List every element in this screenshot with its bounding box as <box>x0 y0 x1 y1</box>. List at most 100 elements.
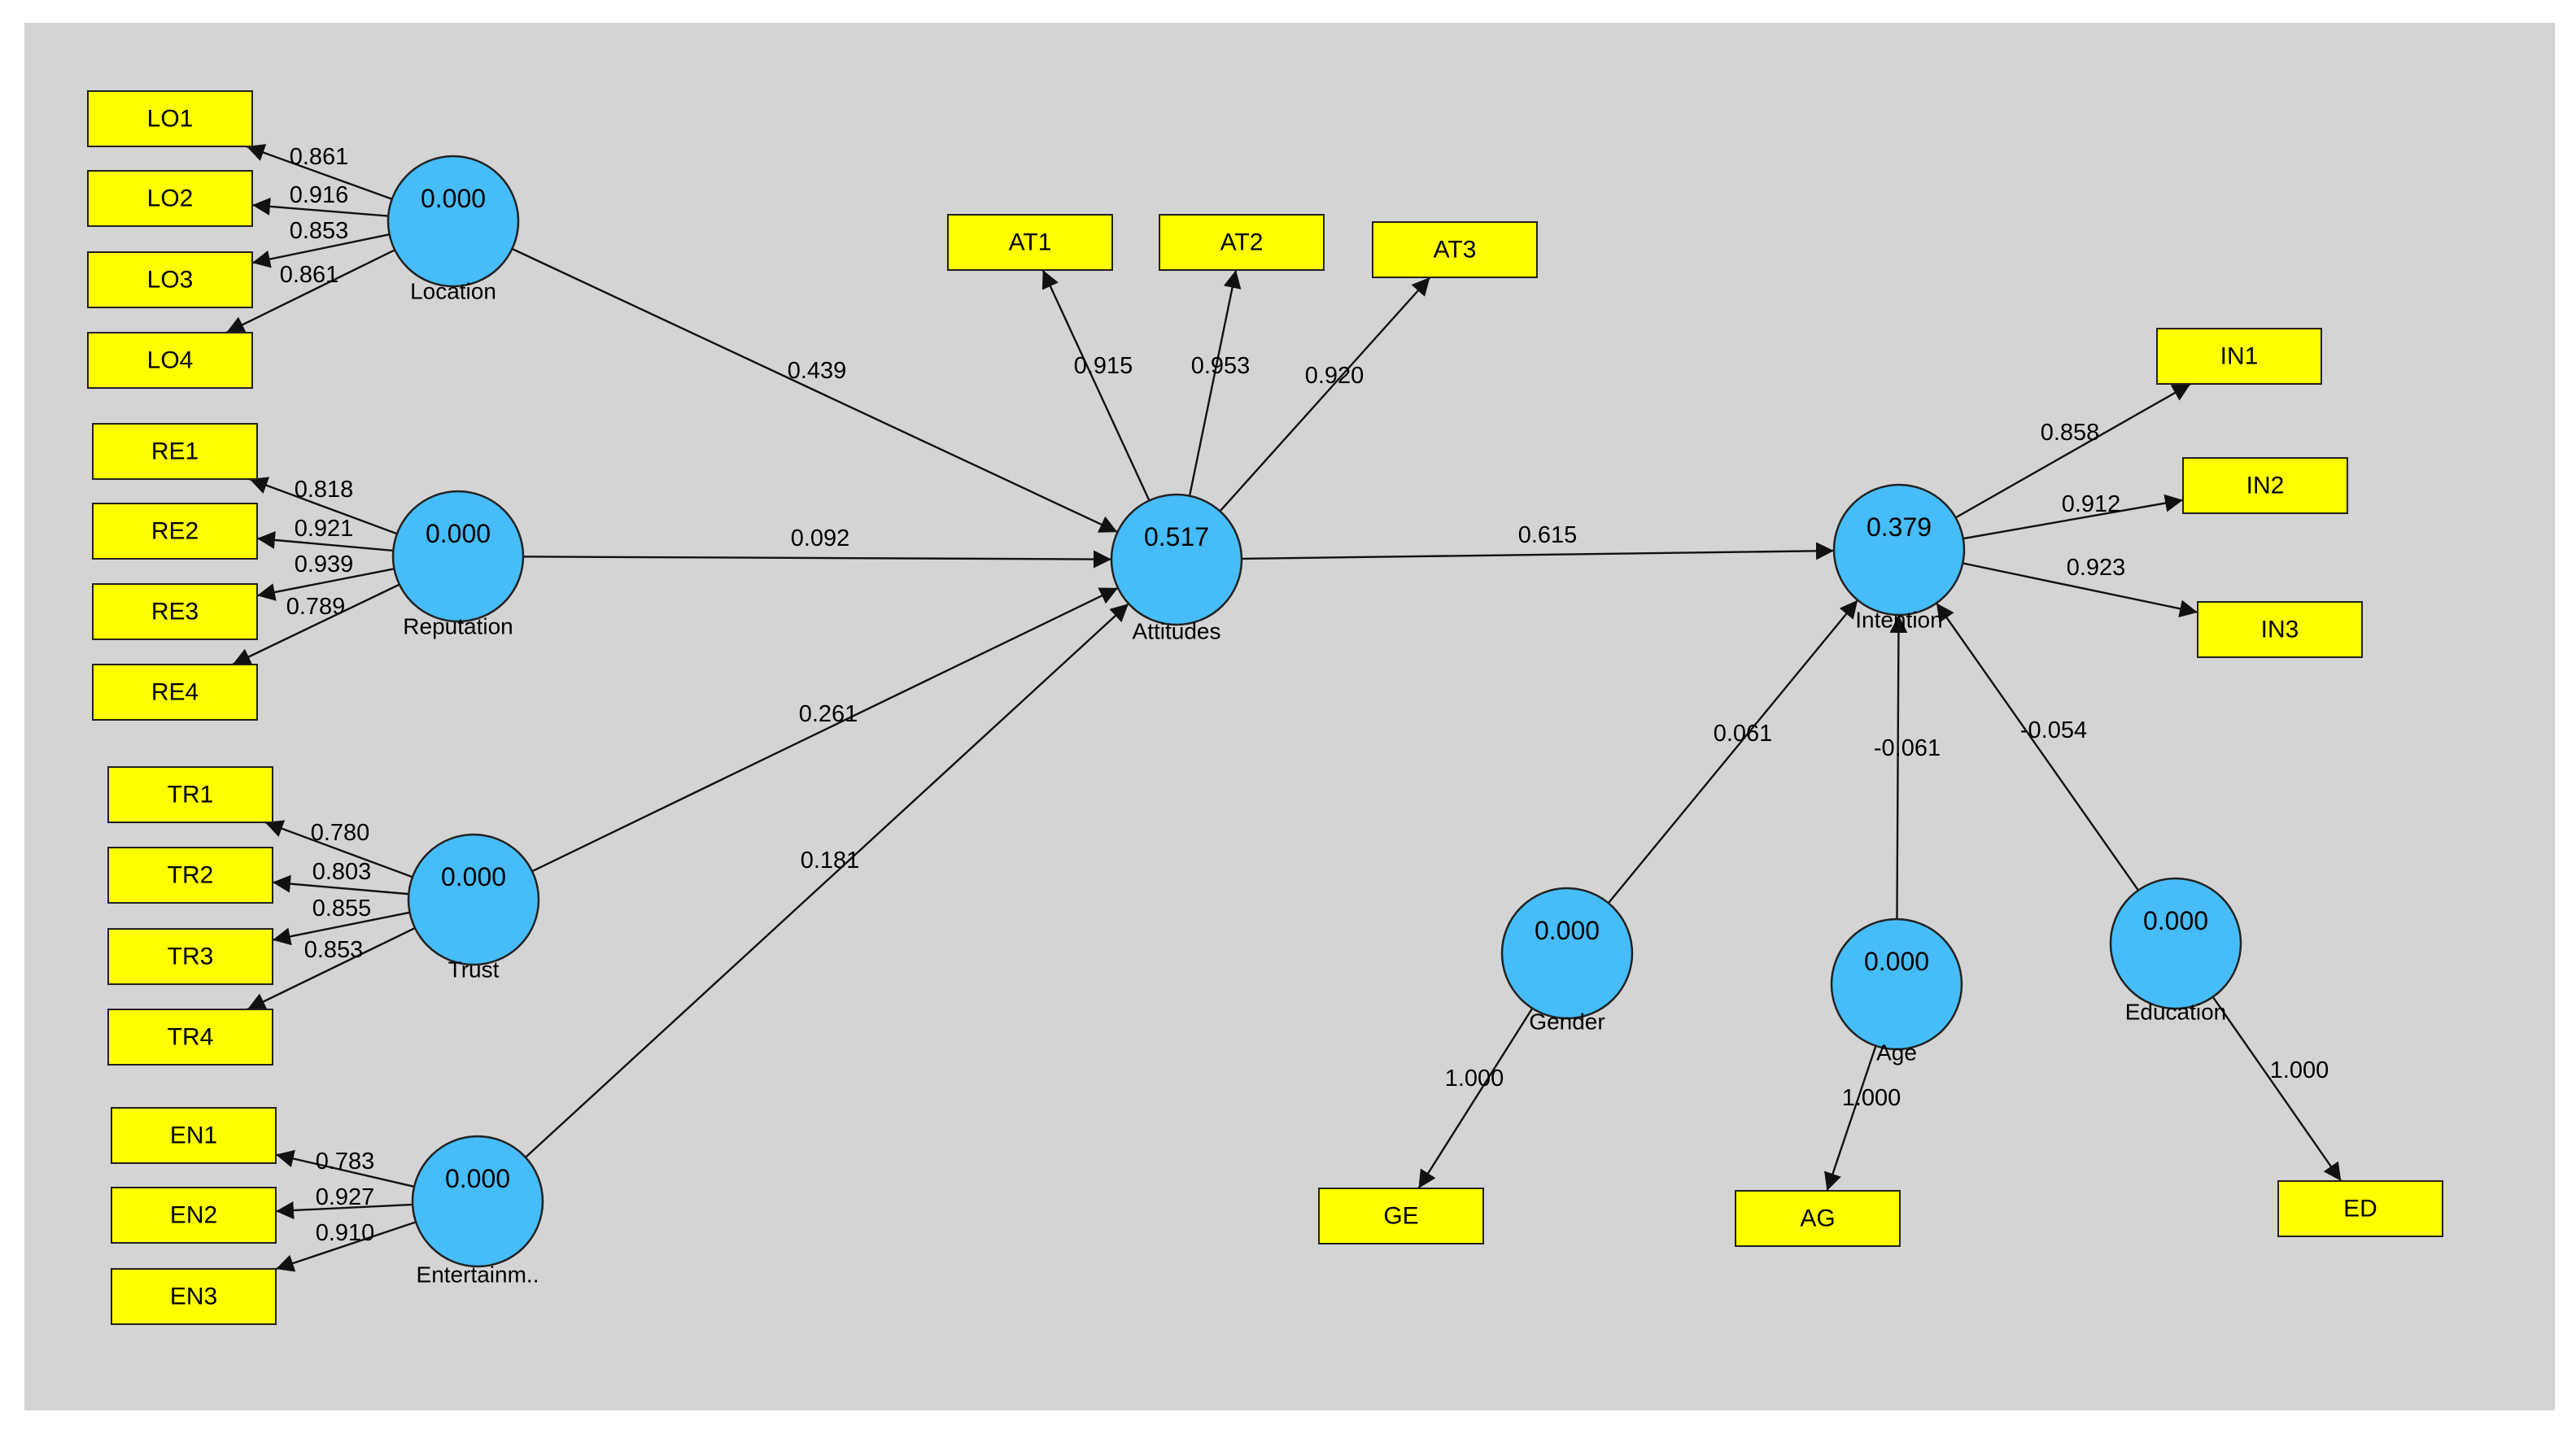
latent-circle <box>1830 917 1963 1051</box>
latent-circle <box>411 1135 544 1268</box>
path-coefficient-label: 0.615 <box>1518 522 1578 548</box>
arrow-line <box>522 550 1112 569</box>
indicator-en1[interactable]: EN1 <box>111 1107 277 1164</box>
path-coefficient-label: -0.054 <box>2020 717 2087 743</box>
r-squared-value: 0.379 <box>1867 512 1932 542</box>
arrow-line <box>1963 562 2198 618</box>
indicator-at1[interactable]: AT1 <box>947 214 1113 271</box>
latent-circle <box>1500 887 1634 1020</box>
indicator-tr2[interactable]: TR2 <box>107 847 273 904</box>
latent-label: Trust <box>448 957 500 983</box>
latent-circle <box>2109 877 2242 1010</box>
indicator-label: RE2 <box>151 518 199 545</box>
indicator-label: AT1 <box>1009 229 1052 256</box>
indicator-tr1[interactable]: TR1 <box>107 766 273 823</box>
indicator-box <box>2197 601 2363 658</box>
indicator-at3[interactable]: AT3 <box>1372 221 1538 278</box>
indicator-box <box>2277 1180 2443 1237</box>
path-att-to-at3: 0.920 <box>1219 277 1431 512</box>
path-att-to-at1: 0.915 <box>1041 269 1150 501</box>
path-coefficient-label: 0.916 <box>290 182 349 208</box>
arrow-line <box>1219 277 1431 512</box>
path-ent-to-en2: 0.927 <box>275 1184 413 1219</box>
indicator-ge[interactable]: GE <box>1318 1188 1484 1244</box>
path-age-to-int: -0.061 <box>1874 614 1941 920</box>
path-coefficient-label: 0.927 <box>316 1184 375 1210</box>
path-ent-to-att: 0.181 <box>525 603 1129 1158</box>
arrow-line <box>1889 614 1908 920</box>
latent-label: Location <box>410 279 496 304</box>
indicator-label: RE3 <box>151 599 199 625</box>
indicator-at2[interactable]: AT2 <box>1159 214 1325 271</box>
indicator-re1[interactable]: RE1 <box>92 423 258 480</box>
path-gen-to-ge: 1.000 <box>1417 1007 1534 1189</box>
arrow-line <box>531 586 1119 873</box>
path-att-to-at2: 0.953 <box>1188 269 1250 496</box>
indicator-label: TR3 <box>168 944 214 970</box>
path-coefficient-label: 1.000 <box>1842 1085 1901 1111</box>
arrow-line <box>511 247 1119 534</box>
indicator-en3[interactable]: EN3 <box>111 1268 277 1325</box>
path-loc-to-att: 0.439 <box>511 247 1119 534</box>
arrow-line <box>1954 382 2191 519</box>
path-coefficient-label: 0.181 <box>801 848 860 874</box>
indicator-box <box>92 664 258 721</box>
indicator-label: TR4 <box>168 1024 214 1051</box>
path-coefficient-label: 0.858 <box>2041 420 2100 446</box>
arrow-line <box>525 603 1129 1158</box>
path-loc-to-lo4: 0.861 <box>225 249 395 334</box>
path-loc-to-lo3: 0.853 <box>251 218 390 268</box>
indicator-re4[interactable]: RE4 <box>92 664 258 721</box>
path-coefficient-label: 0.939 <box>295 551 354 578</box>
arrow-line <box>275 1201 413 1219</box>
path-coefficient-label: 0.261 <box>799 701 858 727</box>
indicator-in1[interactable]: IN1 <box>2156 328 2322 385</box>
indicator-lo4[interactable]: LO4 <box>87 332 253 389</box>
indicator-ed[interactable]: ED <box>2277 1180 2443 1237</box>
indicator-in2[interactable]: IN2 <box>2182 457 2348 514</box>
indicator-box <box>87 251 253 308</box>
path-int-to-in3: 0.923 <box>1963 555 2198 618</box>
indicator-label: LO1 <box>147 106 194 133</box>
r-squared-value: 0.000 <box>2143 906 2208 935</box>
indicator-tr4[interactable]: TR4 <box>107 1009 273 1066</box>
arrow-line <box>246 144 393 200</box>
indicator-label: GE <box>1383 1203 1418 1230</box>
indicator-label: LO3 <box>147 267 194 294</box>
indicator-lo3[interactable]: LO3 <box>87 251 253 308</box>
indicator-label: LO2 <box>147 185 194 212</box>
path-coefficient-label: 0.092 <box>791 525 850 551</box>
latent-label: Reputation <box>403 614 513 639</box>
r-squared-value: 0.000 <box>421 184 486 213</box>
arrow-line <box>225 249 395 334</box>
arrow-line <box>1963 494 2184 540</box>
indicator-box <box>2182 457 2348 514</box>
indicator-box <box>111 1187 277 1244</box>
indicator-in3[interactable]: IN3 <box>2197 601 2363 658</box>
path-ent-to-en1: 0.783 <box>275 1149 415 1188</box>
indicator-tr3[interactable]: TR3 <box>107 928 273 985</box>
indicator-re3[interactable]: RE3 <box>92 583 258 640</box>
arrow-line <box>232 583 400 666</box>
path-rep-to-re4: 0.789 <box>232 583 400 666</box>
indicator-en2[interactable]: EN2 <box>111 1187 277 1244</box>
indicator-ag[interactable]: AG <box>1735 1190 1901 1247</box>
indicator-box <box>111 1268 277 1325</box>
indicator-lo1[interactable]: LO1 <box>87 90 253 147</box>
path-loc-to-lo2: 0.916 <box>251 182 389 217</box>
path-coefficient-label: 0.920 <box>1305 363 1364 389</box>
indicator-re2[interactable]: RE2 <box>92 503 258 560</box>
arrow-line <box>251 233 390 268</box>
indicator-lo2[interactable]: LO2 <box>87 170 253 227</box>
arrow-line <box>1936 602 2139 891</box>
indicator-box <box>107 928 273 985</box>
